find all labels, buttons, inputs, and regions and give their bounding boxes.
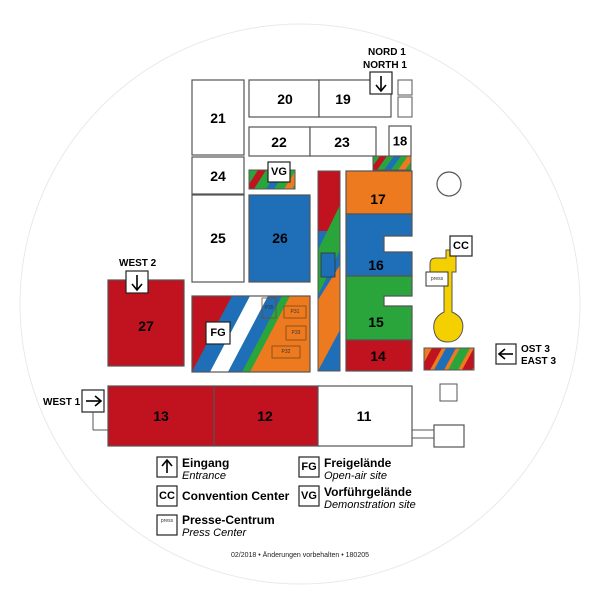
hall-22[interactable]: 22 — [248, 126, 311, 157]
press-center-marker-label: press — [431, 276, 444, 282]
legend-entrance-en: Entrance — [182, 470, 226, 482]
entrance-north-1[interactable]: NORD 1 NORTH 1 — [363, 47, 407, 95]
arrow-up-icon — [161, 458, 173, 473]
entrance-east-3[interactable]: OST 3 EAST 3 — [495, 343, 556, 367]
fg-marker[interactable]: FG — [205, 321, 231, 345]
hall-23-label: 23 — [334, 134, 350, 150]
pavilion-p35-label: P35 — [265, 305, 274, 311]
entrance-west-1-label: WEST 1 — [43, 397, 81, 408]
cc-marker[interactable]: CC — [449, 235, 473, 257]
hall-11[interactable]: 11 — [317, 385, 413, 447]
legend-vg-de: Vorführgelände — [324, 485, 412, 499]
pavilion-p33[interactable]: P33 — [285, 325, 307, 341]
legend-press: press Presse-Centrum Press Center — [156, 513, 275, 539]
pavilion-p33-label: P33 — [292, 330, 301, 336]
pavilion-p32[interactable]: P32 — [271, 345, 301, 359]
legend-press-en: Press Center — [182, 527, 248, 539]
hall-21-label: 21 — [210, 110, 226, 126]
hall-27-label: 27 — [138, 318, 154, 334]
press-center-marker[interactable]: press — [425, 271, 449, 287]
hall-16-label: 16 — [368, 257, 384, 273]
arrow-down-icon — [131, 275, 143, 292]
vg-marker-label: VG — [271, 166, 287, 178]
service-building — [397, 96, 413, 118]
legend-press-box: press — [161, 518, 174, 524]
legend: Eingang Entrance CC Convention Center pr… — [156, 456, 416, 539]
legend-cc-label: Convention Center — [182, 489, 290, 503]
hall-27[interactable]: 27 — [107, 279, 185, 367]
hall-18-label: 18 — [393, 134, 407, 149]
cc-marker-label: CC — [453, 240, 469, 252]
hall-20-label: 20 — [277, 91, 293, 107]
hall-14-label: 14 — [370, 348, 386, 364]
entrance-north-en: NORTH 1 — [363, 60, 407, 71]
arrow-right-icon — [86, 395, 103, 407]
legend-vg-box: VG — [301, 490, 317, 502]
hall-26[interactable]: 26 — [248, 194, 311, 283]
legend-entrance-de: Eingang — [182, 456, 229, 470]
round-building — [436, 171, 462, 197]
vg-marker[interactable]: VG — [267, 161, 291, 183]
fg-marker-label: FG — [210, 327, 225, 339]
pavilion-p32-label: P32 — [282, 349, 291, 355]
hall-15[interactable]: 15 — [345, 275, 413, 341]
hall-18[interactable]: 18 — [388, 125, 412, 157]
hall-15-label: 15 — [368, 314, 384, 330]
legend-vg: VG Vorführgelände Demonstration site — [298, 485, 416, 511]
hall-18-stripes — [373, 156, 411, 170]
hall-12-label: 12 — [257, 408, 273, 424]
press-kiosk — [320, 252, 336, 278]
hall-22-label: 22 — [271, 134, 287, 150]
east-stripes — [424, 348, 474, 370]
hall-25[interactable]: 25 — [191, 194, 245, 283]
hall-25-label: 25 — [210, 230, 226, 246]
pavilion-p31-label: P31 — [291, 309, 300, 315]
arrow-down-icon — [375, 76, 387, 93]
legend-fg-box: FG — [301, 461, 316, 473]
legend-cc: CC Convention Center — [156, 485, 290, 507]
hall-26-label: 26 — [272, 230, 288, 246]
legend-cc-box: CC — [159, 490, 175, 502]
hall-23[interactable]: 23 — [309, 126, 377, 157]
legend-entrance: Eingang Entrance — [156, 456, 229, 482]
legend-fg: FG Freigelände Open-air site — [298, 456, 392, 482]
annex-building — [412, 424, 465, 448]
hall-12[interactable]: 12 — [213, 385, 319, 447]
entrance-east-de: OST 3 — [521, 344, 550, 355]
pavilion-p31[interactable]: P31 — [283, 305, 307, 319]
hall-24-label: 24 — [210, 168, 226, 184]
entrance-west-2[interactable]: WEST 2 — [119, 258, 157, 294]
legend-fg-de: Freigelände — [324, 456, 392, 470]
service-building — [397, 79, 413, 96]
hall-21[interactable]: 21 — [191, 79, 245, 156]
entrance-north-de: NORD 1 — [368, 47, 406, 58]
hall-19-label: 19 — [335, 91, 351, 107]
entrance-west-2-label: WEST 2 — [119, 258, 157, 269]
hall-11-label: 11 — [357, 408, 372, 424]
arrow-left-icon — [497, 348, 513, 360]
legend-vg-en: Demonstration site — [324, 499, 416, 511]
hall-17-label: 17 — [370, 191, 386, 207]
footer-note: 02/2018 • Änderungen vorbehalten • 18020… — [231, 551, 369, 559]
hall-14[interactable]: 14 — [345, 339, 413, 372]
hall-20[interactable]: 20 — [248, 79, 320, 118]
hall-13[interactable]: 13 — [107, 385, 215, 447]
hall-17[interactable]: 17 — [345, 170, 413, 215]
hall-24[interactable]: 24 — [191, 156, 245, 195]
hall-13-label: 13 — [153, 408, 169, 424]
entrance-west-1[interactable]: WEST 1 — [43, 389, 108, 431]
legend-fg-en: Open-air site — [324, 470, 387, 482]
pavilion-p35[interactable]: P35 — [261, 297, 277, 319]
service-building — [439, 383, 458, 402]
legend-press-de: Presse-Centrum — [182, 513, 275, 527]
entrance-east-en: EAST 3 — [521, 356, 556, 367]
